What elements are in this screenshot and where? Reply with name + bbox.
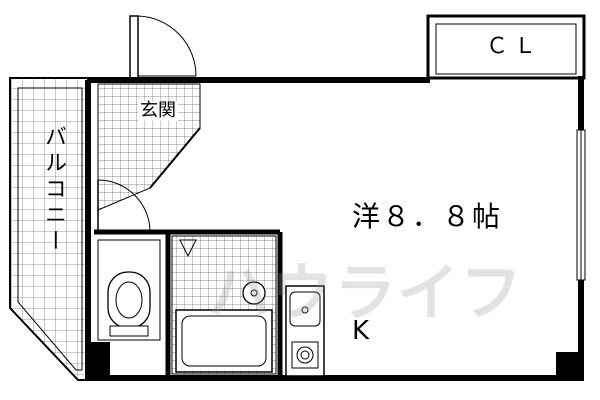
main-room-label: 洋８．８帖 — [352, 200, 503, 233]
toilet-door — [97, 179, 151, 233]
watermark: ハウライフ — [208, 256, 524, 329]
entrance-step — [149, 127, 201, 189]
outer-walls — [85, 76, 584, 381]
entrance-door — [129, 15, 197, 81]
closet — [426, 14, 586, 80]
closet-label: ＣＬ — [486, 34, 543, 59]
pillar-bottom-left — [88, 342, 110, 380]
entrance-label: 玄関 — [138, 100, 178, 121]
balcony-label: バルコニー — [41, 125, 66, 255]
interior-walls — [94, 229, 283, 378]
balcony — [9, 77, 89, 381]
bathroom — [171, 235, 277, 375]
kitchen-label: K — [352, 316, 370, 346]
pillar-bottom-right — [556, 352, 584, 380]
toilet-room — [97, 239, 161, 341]
kitchen-counter — [285, 285, 325, 377]
